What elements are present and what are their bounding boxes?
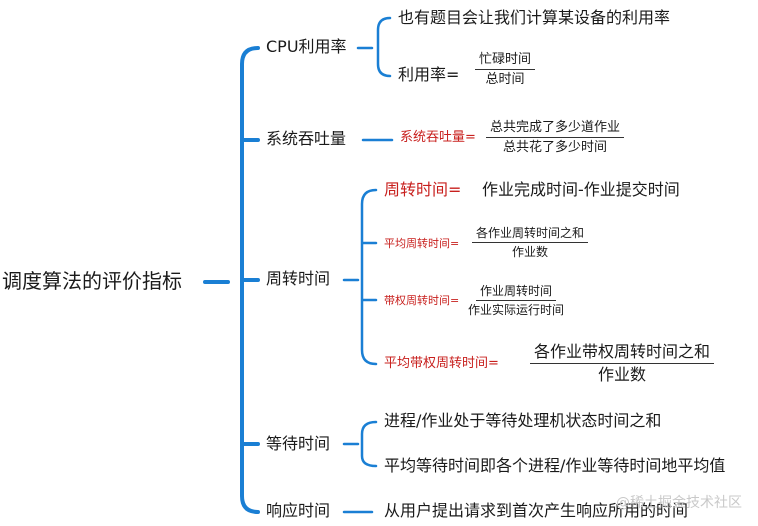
throughput-formula-denominator: 总共花了多少时间 [503,140,608,155]
cpu-formula-lhs: 利用率= [398,65,460,84]
branch-response-time: 响应时间 [266,501,331,520]
root-topic: 调度算法的评价指标 [2,269,182,293]
weighted-turnaround-numerator: 作业周转时间 [476,285,557,301]
cpu-formula-fraction: 忙碌时间 总时间 [475,53,536,87]
turnaround-connector [342,188,378,366]
avg-weighted-turnaround-lhs: 平均带权周转时间= [384,356,499,371]
weighted-turnaround-lhs: 带权周转时间= [384,294,460,307]
throughput-formula-fraction: 总共完成了多少道作业 总共花了多少时间 [486,121,625,155]
avg-turnaround-numerator: 各作业周转时间之和 [472,227,589,243]
turnaround-formula-lhs: 周转时间= [384,180,462,199]
branch-turnaround-time: 周转时间 [266,269,331,288]
waiting-time-item-1: 进程/作业处于等待处理机状态时间之和 [384,411,662,430]
root-connector [203,46,260,514]
throughput-formula-numerator: 总共完成了多少道作业 [486,121,625,138]
turnaround-formula-rhs: 作业完成时间-作业提交时间 [482,180,680,199]
waiting-connector [342,420,378,468]
weighted-turnaround-fraction: 作业周转时间 作业实际运行时间 [468,285,564,316]
avg-turnaround-lhs: 平均周转时间= [384,237,460,250]
avg-weighted-turnaround-fraction: 各作业带权周转时间之和 作业数 [530,344,715,384]
branch-cpu-utilization: CPU利用率 [266,37,347,56]
weighted-turnaround-denominator: 作业实际运行时间 [468,303,565,317]
throughput-formula-lhs: 系统吞吐量= [400,130,476,145]
branch-throughput: 系统吞吐量 [266,129,347,148]
response-time-desc: 从用户提出请求到首次产生响应所用的时间 [384,501,689,520]
cpu-utilization-desc: 也有题目会让我们计算某设备的利用率 [398,8,671,27]
avg-turnaround-denominator: 作业数 [512,245,549,259]
cpu-formula-numerator: 忙碌时间 [475,53,536,70]
avg-turnaround-fraction: 各作业周转时间之和 作业数 [472,227,589,259]
cpu-connector [356,16,392,78]
watermark: @稀土掘金技术社区 [616,495,742,511]
avg-weighted-turnaround-denominator: 作业数 [598,365,647,384]
avg-weighted-turnaround-numerator: 各作业带权周转时间之和 [530,344,715,364]
branch-waiting-time: 等待时间 [266,434,331,453]
waiting-time-item-2: 平均等待时间即各个进程/作业等待时间地平均值 [384,456,726,475]
cpu-formula-denominator: 总时间 [485,72,525,87]
